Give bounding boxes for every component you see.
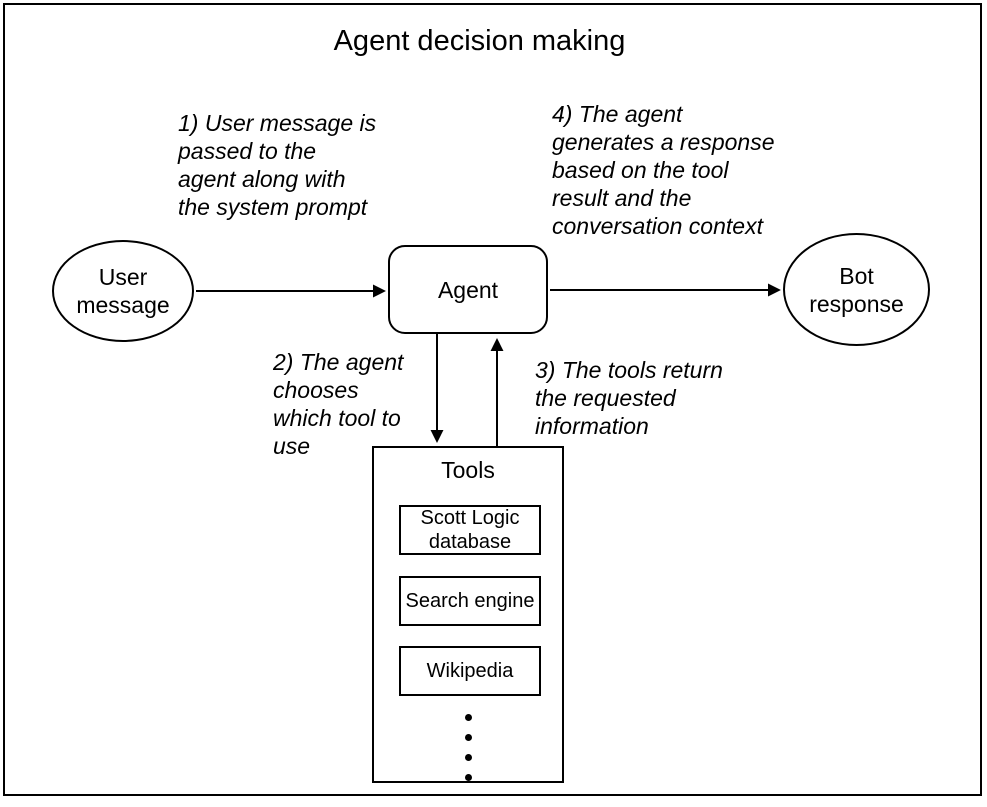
tool-item-label: Search engine <box>405 590 535 612</box>
node-agent-label: Agent <box>437 276 499 303</box>
diagram-title: Agent decision making <box>333 25 626 57</box>
dot <box>464 754 472 761</box>
node-bot-response: Bot response <box>783 233 930 346</box>
node-agent: Agent <box>388 245 548 334</box>
annotation-step-1: 1) User message is passed to the agent a… <box>178 110 377 220</box>
annotation-step-4: 4) The agent generates a response based … <box>552 101 775 239</box>
tool-item-wikipedia: Wikipedia <box>399 646 541 696</box>
node-user-message-label: User message <box>76 264 170 318</box>
tool-item-label: Scott Logic database <box>420 507 520 553</box>
tools-title: Tools <box>441 457 495 483</box>
tool-item-scott-logic-database: Scott Logic database <box>399 505 541 555</box>
dot <box>464 714 472 721</box>
node-bot-response-label: Bot response <box>809 262 904 317</box>
tools-container: Tools Scott Logic database Search engine… <box>372 446 564 783</box>
ellipsis-dots <box>374 714 562 781</box>
tool-item-label: Wikipedia <box>426 660 514 682</box>
node-user-message: User message <box>52 240 194 342</box>
annotation-step-3: 3) The tools return the requested inform… <box>535 357 723 439</box>
tool-item-search-engine: Search engine <box>399 576 541 626</box>
annotation-step-2: 2) The agent chooses which tool to use <box>273 349 404 459</box>
dot <box>464 774 472 781</box>
dot <box>464 734 472 741</box>
